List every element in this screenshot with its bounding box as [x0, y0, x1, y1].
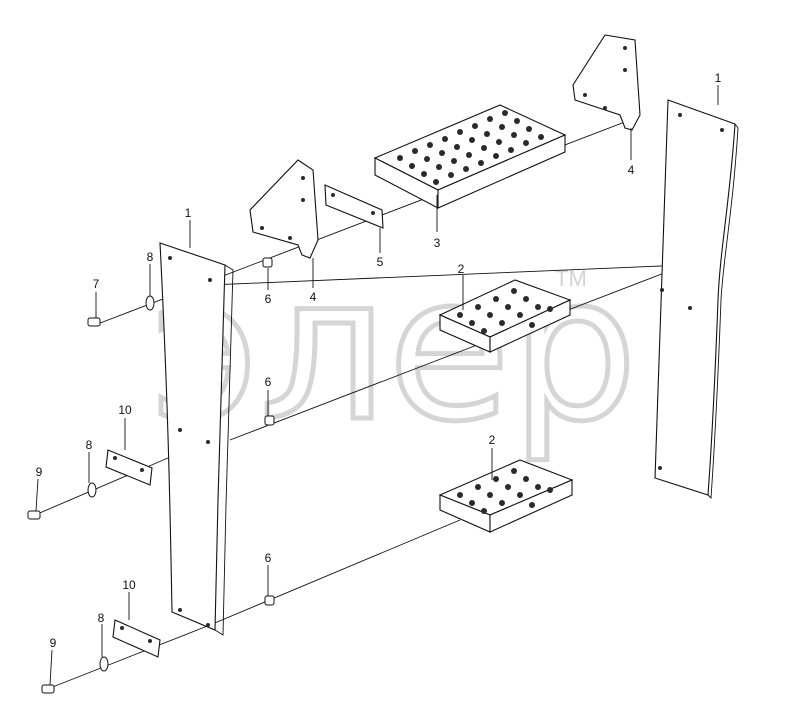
- label-part-9-mid: 9: [36, 465, 43, 479]
- step-tread-upper: [438, 279, 572, 353]
- side-plate-left: [159, 242, 234, 636]
- step-tread-lower: [438, 459, 574, 533]
- bolt-top: [87, 317, 101, 327]
- label-part-7: 7: [93, 277, 100, 291]
- small-plate-mid: [105, 449, 153, 486]
- label-part-6-mid: 6: [265, 375, 272, 389]
- label-part-5: 5: [377, 255, 384, 269]
- label-part-3: 3: [434, 236, 441, 250]
- spacer-top: [262, 257, 273, 268]
- label-part-8-low: 8: [98, 611, 105, 625]
- bolt-mid: [27, 510, 41, 520]
- small-plates: [105, 449, 161, 658]
- axis-line-low: [209, 519, 461, 626]
- label-part-9-low: 9: [50, 636, 57, 650]
- washer-low: [99, 656, 109, 672]
- bracket-middle: [249, 159, 319, 259]
- part-labels: 1 1 2 2 3 4 4 5 6 6 6 7 8 8 8 9 9 10 10: [36, 71, 722, 650]
- strip-plate: [324, 184, 384, 229]
- side-plate-right: [654, 99, 739, 500]
- label-part-1-left: 1: [185, 206, 192, 220]
- spacer-mid: [264, 415, 275, 426]
- axis-line-low-bolt: [44, 624, 211, 691]
- step-tread-large: [373, 104, 567, 209]
- small-plate-low: [112, 619, 161, 658]
- spacers: [262, 257, 275, 606]
- bolt-low: [41, 684, 55, 694]
- label-part-6-top: 6: [265, 292, 272, 306]
- axis-line-upper-step: [209, 264, 686, 286]
- label-part-10-mid: 10: [118, 403, 132, 417]
- washer-top: [145, 295, 155, 311]
- washers: [87, 295, 155, 672]
- bracket-top-right: [572, 34, 641, 131]
- tread-holes-large: [397, 110, 544, 185]
- washer-mid: [87, 482, 97, 498]
- label-part-4-top: 4: [628, 163, 635, 177]
- tread-holes-upper: [457, 288, 553, 334]
- leader-lines: [35, 85, 719, 686]
- label-part-10-low: 10: [122, 578, 136, 592]
- axis-line-mid: [229, 264, 686, 441]
- label-part-2-lower: 2: [489, 433, 496, 447]
- label-part-2-upper: 2: [458, 262, 465, 276]
- label-part-8-top: 8: [147, 250, 154, 264]
- tread-holes-lower: [457, 468, 553, 514]
- label-part-1-right: 1: [715, 71, 722, 85]
- bolts: [27, 317, 101, 694]
- label-part-4-middle: 4: [310, 290, 317, 304]
- spacer-low: [264, 595, 275, 606]
- label-part-8-mid: 8: [86, 438, 93, 452]
- label-part-6-low: 6: [265, 551, 272, 565]
